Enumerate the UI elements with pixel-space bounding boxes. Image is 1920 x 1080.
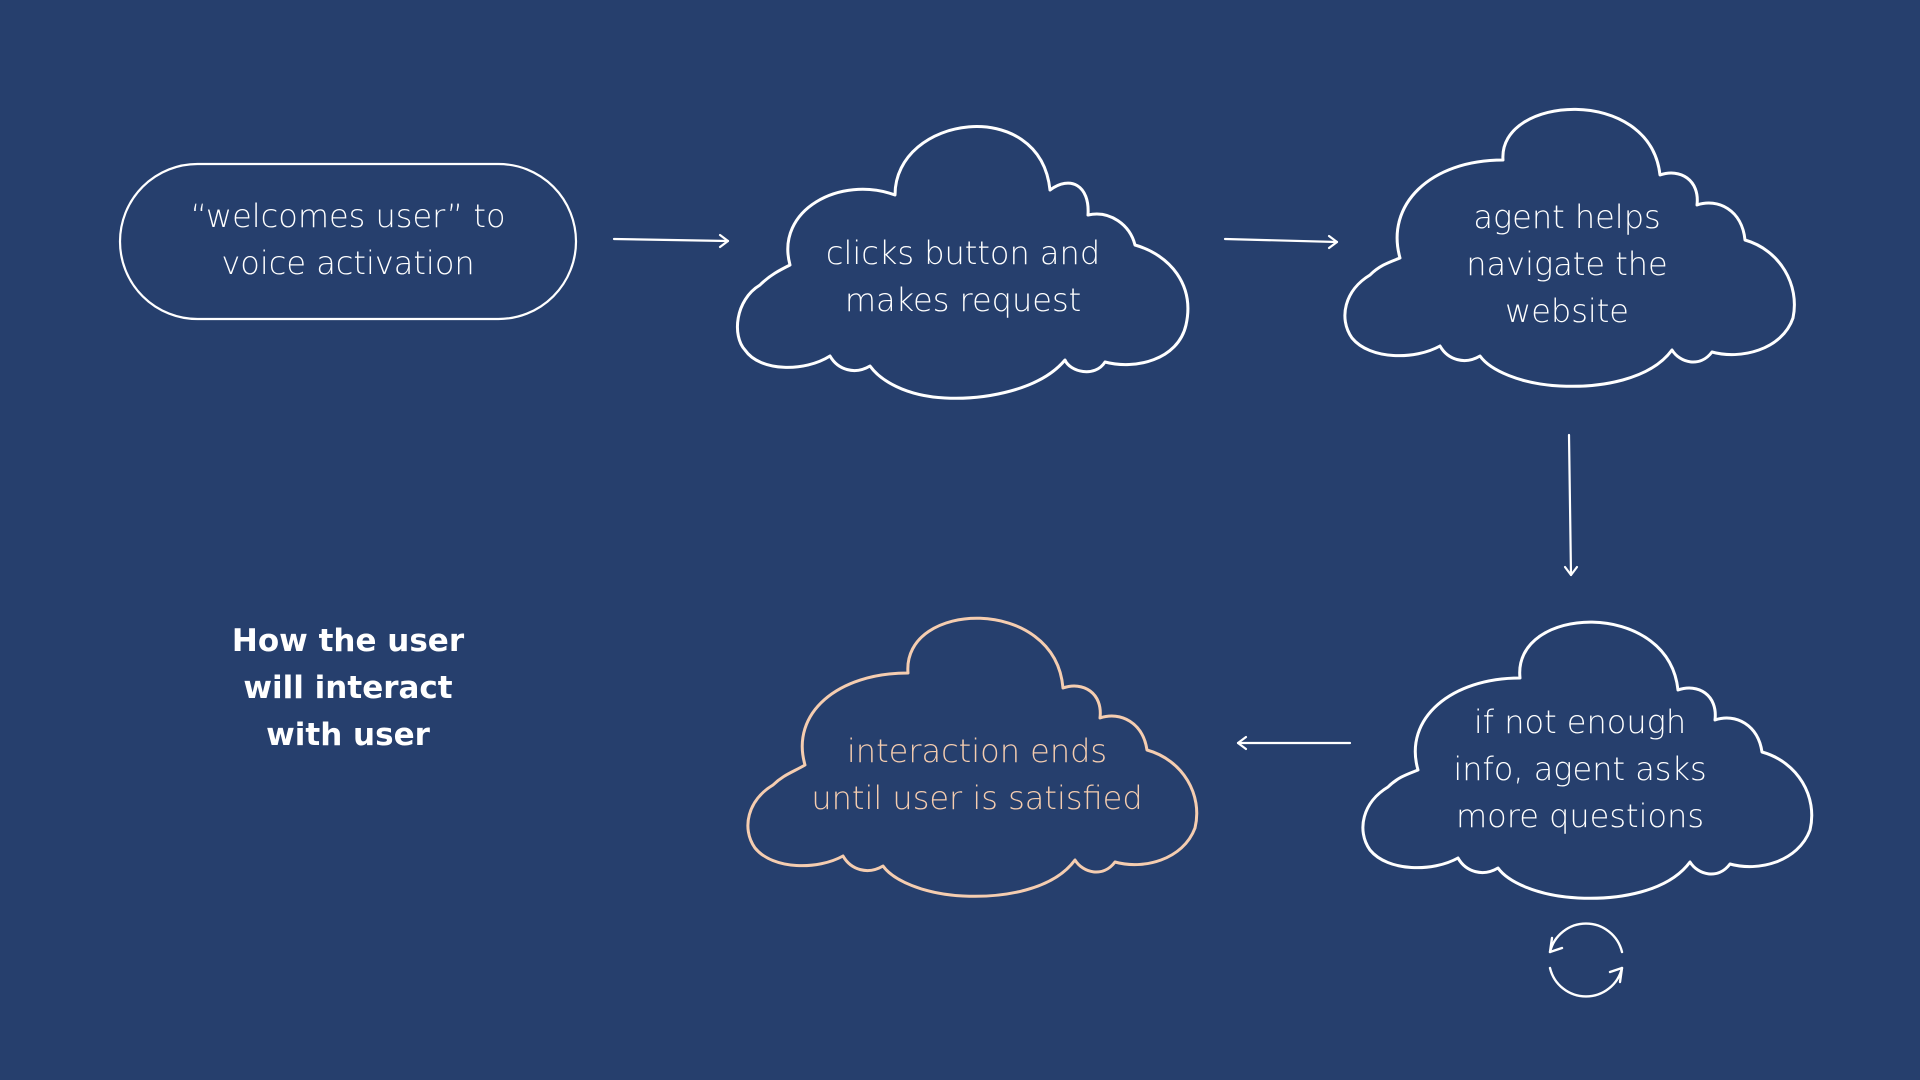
questions-cloud-shape — [1361, 620, 1814, 900]
request-cloud-shape — [735, 125, 1190, 400]
refresh-cycle-icon — [1548, 922, 1624, 998]
node-label-welcome: “welcomes user” to voice activation — [190, 197, 506, 282]
arrow-questions-to-ends — [1236, 735, 1352, 751]
navigate-cloud-shape — [1343, 107, 1796, 388]
diagram-caption: How the user will interact with user — [231, 623, 465, 753]
node-label-navigate: agent helps navigate the website — [1466, 198, 1668, 330]
arrow-navigate-to-questions — [1563, 433, 1579, 577]
node-label-questions: if not enough info, agent asks more ques… — [1453, 703, 1707, 835]
node-label-request: clicks button and makes request — [825, 234, 1101, 319]
node-label-ends: interaction ends until user is satisfied — [811, 732, 1143, 817]
arrow-welcome-to-request — [612, 233, 730, 249]
arrow-request-to-navigate — [1223, 234, 1339, 250]
start-pill-shape — [118, 162, 578, 321]
ends-cloud-shape — [746, 616, 1199, 898]
